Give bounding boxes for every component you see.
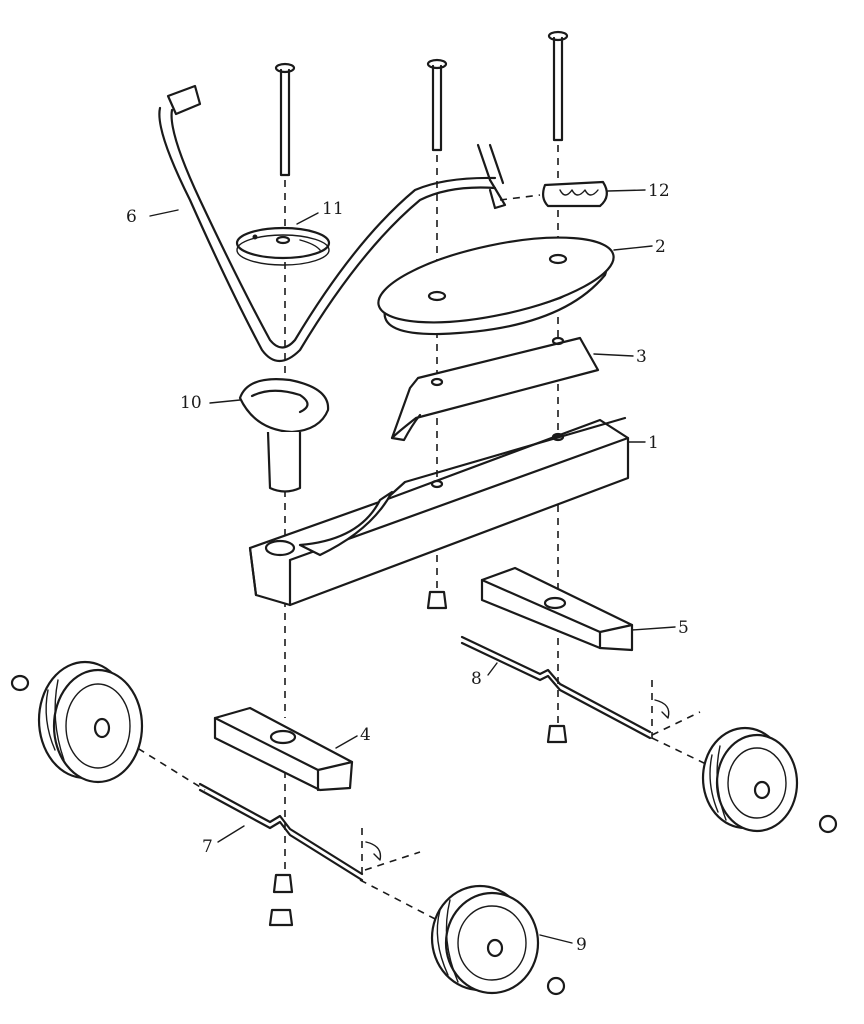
callout-7: 7 <box>202 837 213 857</box>
callout-8: 8 <box>471 669 482 689</box>
axle-block-part-4 <box>213 706 354 792</box>
rivets <box>268 590 568 927</box>
axle-part-8 <box>460 635 670 740</box>
seat-support-part-3 <box>390 336 600 442</box>
callout-9: 9 <box>576 935 587 955</box>
seat-part-2 <box>377 236 615 336</box>
callout-4: 4 <box>360 725 371 745</box>
axle-block-part-5 <box>480 566 634 652</box>
bolt-right <box>547 30 569 142</box>
callout-5: 5 <box>678 618 689 638</box>
callout-11: 11 <box>322 199 344 219</box>
frame-part-1 <box>248 416 630 607</box>
callout-2: 2 <box>655 237 666 257</box>
washer-part-11 <box>235 226 331 266</box>
wheel-front-right <box>430 884 566 996</box>
wheel-rear <box>701 726 838 834</box>
callout-1: 1 <box>648 433 659 453</box>
grip-part-12 <box>541 180 608 208</box>
bolt-left <box>274 62 296 177</box>
steering-cup-part-10 <box>238 378 330 493</box>
callouts: 6 11 12 2 3 10 1 5 8 4 7 9 <box>126 181 689 955</box>
wheel-front-left <box>10 660 144 784</box>
axle-part-7 <box>198 782 382 882</box>
callout-12: 12 <box>648 181 670 201</box>
bolt-middle <box>426 58 448 152</box>
callout-3: 3 <box>636 347 647 367</box>
handlebar-part-6 <box>158 84 507 363</box>
callout-10: 10 <box>180 393 202 413</box>
leader-lines <box>149 189 676 944</box>
callout-6: 6 <box>126 207 137 227</box>
